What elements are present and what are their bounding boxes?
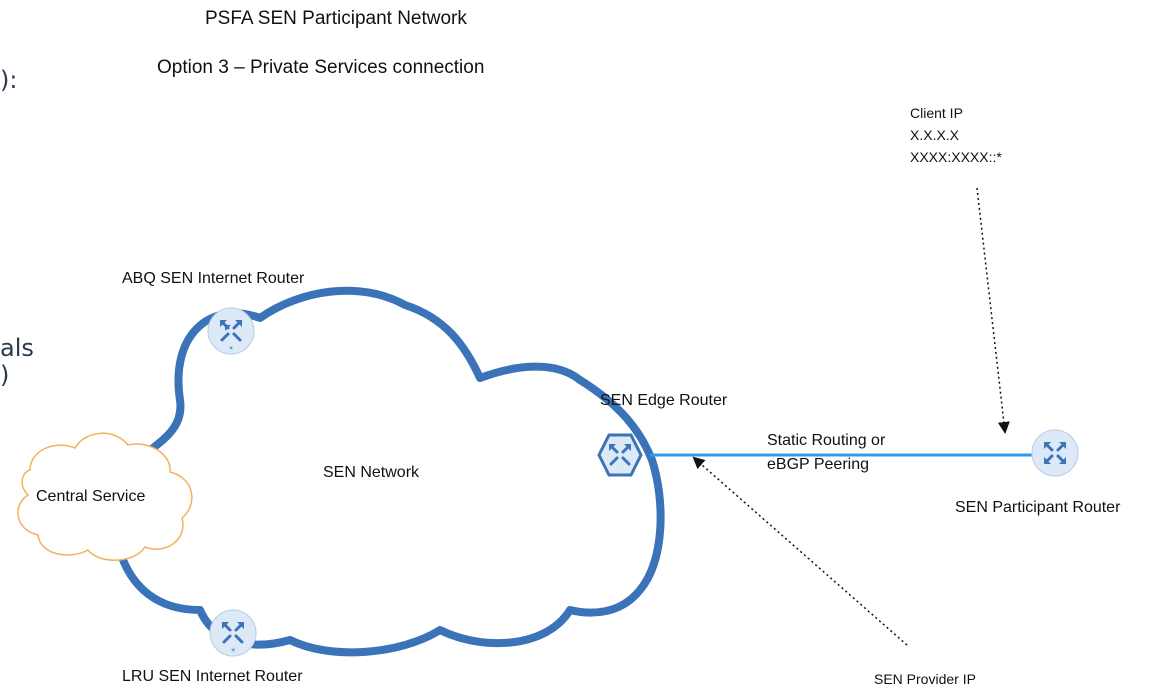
clipped-text-3: ): [0, 361, 10, 389]
client-ip-arrow: [976, 187, 1010, 434]
diagram-subtitle: Option 3 – Private Services connection: [157, 57, 485, 78]
clipped-text-1: ):: [0, 66, 18, 94]
client-ip-label: Client IP: [910, 105, 963, 121]
svg-text:☀: ☀: [230, 647, 236, 654]
provider-ip-label: SEN Provider IP: [874, 671, 976, 687]
edge-router-icon: [597, 433, 643, 477]
lru-router-label: LRU SEN Internet Router: [122, 668, 303, 685]
edge-router-label: SEN Edge Router: [600, 392, 728, 409]
participant-router-label: SEN Participant Router: [955, 499, 1121, 516]
abq-router-label: ABQ SEN Internet Router: [122, 270, 305, 287]
client-ip-v4: X.X.X.X: [910, 127, 960, 143]
participant-router-icon: [1031, 429, 1079, 477]
link-label-line2: eBGP Peering: [767, 456, 869, 473]
link-label-line1: Static Routing or: [767, 432, 886, 449]
sen-network-label: SEN Network: [323, 464, 420, 481]
central-service-cloud: [17, 432, 193, 561]
central-service-label: Central Service: [36, 488, 146, 505]
clipped-text-2: als: [0, 334, 34, 362]
svg-text:☀: ☀: [228, 345, 234, 352]
client-ip-v6: XXXX:XXXX::*: [910, 149, 1002, 165]
abq-router-icon: ☀: [207, 307, 255, 355]
diagram-title: PSFA SEN Participant Network: [205, 8, 467, 29]
lru-router-icon: ☀: [209, 609, 257, 657]
provider-ip-arrow: [692, 456, 908, 646]
